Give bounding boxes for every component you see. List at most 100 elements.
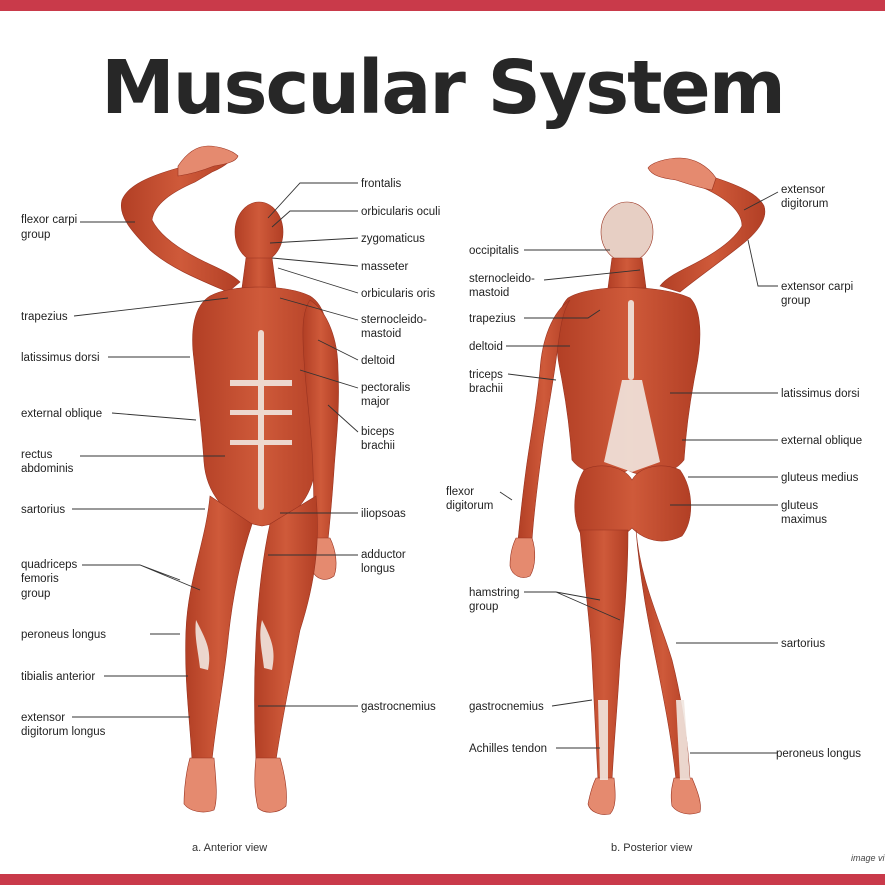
- label-triceps-brachii-1: triceps: [469, 369, 503, 381]
- svg-text:latissimus dorsi: latissimus dorsi: [21, 352, 100, 364]
- anterior-labels: flexor carpi group trapezius latissimus …: [21, 178, 440, 738]
- label-extensor-digitorum-2: digitorum: [781, 198, 828, 210]
- svg-text:flexor: flexor: [446, 486, 474, 498]
- label-latissimus-dorsi: latissimus dorsi: [21, 352, 100, 364]
- svg-text:peroneus longus: peroneus longus: [776, 748, 861, 760]
- label-quadriceps-2: femoris: [21, 573, 59, 585]
- svg-text:latissimus dorsi: latissimus dorsi: [781, 388, 860, 400]
- label-hamstring-2: group: [469, 601, 498, 613]
- svg-text:peroneus longus: peroneus longus: [21, 629, 106, 641]
- label-quadriceps-3: group: [21, 588, 50, 600]
- page-title: Muscular System: [101, 45, 786, 131]
- label-p-gastrocnemius: gastrocnemius: [469, 701, 544, 713]
- svg-text:masseter: masseter: [361, 261, 408, 273]
- anterior-tendons: [195, 330, 292, 670]
- svg-text:gluteus: gluteus: [781, 500, 818, 512]
- label-flexor-carpi-group-1: flexor carpi: [21, 214, 77, 226]
- svg-text:group: group: [469, 601, 498, 613]
- label-flexor-carpi-group-2: group: [21, 229, 50, 241]
- label-p-sternocleidomastoid-2: mastoid: [469, 287, 509, 299]
- svg-text:adductor: adductor: [361, 549, 406, 561]
- svg-text:extensor: extensor: [781, 184, 825, 196]
- label-gluteus-maximus-1: gluteus: [781, 500, 818, 512]
- svg-text:sartorius: sartorius: [781, 638, 825, 650]
- svg-text:femoris: femoris: [21, 573, 59, 585]
- label-occipitalis: occipitalis: [469, 245, 519, 257]
- label-tibialis-anterior: tibialis anterior: [21, 671, 95, 683]
- svg-text:digitorum: digitorum: [446, 500, 493, 512]
- svg-text:sternocleido-: sternocleido-: [469, 273, 535, 285]
- label-quadriceps-1: quadriceps: [21, 559, 78, 571]
- svg-text:digitorum: digitorum: [781, 198, 828, 210]
- svg-text:trapezius: trapezius: [469, 313, 516, 325]
- label-pectoralis-major-2: major: [361, 396, 390, 408]
- svg-text:group: group: [781, 295, 810, 307]
- svg-text:hamstring: hamstring: [469, 587, 520, 599]
- svg-text:occipitalis: occipitalis: [469, 245, 519, 257]
- bottom-frame-bar: [0, 874, 885, 885]
- svg-text:tibialis anterior: tibialis anterior: [21, 671, 95, 683]
- svg-text:orbicularis oris: orbicularis oris: [361, 288, 435, 300]
- label-deltoid: deltoid: [361, 355, 395, 367]
- svg-text:mastoid: mastoid: [469, 287, 509, 299]
- svg-text:flexor carpi: flexor carpi: [21, 214, 77, 226]
- label-gluteus-maximus-2: maximus: [781, 514, 827, 526]
- label-orbicularis-oculi: orbicularis oculi: [361, 206, 440, 218]
- svg-text:brachii: brachii: [469, 383, 503, 395]
- top-frame-bar: [0, 0, 885, 11]
- svg-text:trapezius: trapezius: [21, 311, 68, 323]
- label-p-sartorius: sartorius: [781, 638, 825, 650]
- svg-text:external oblique: external oblique: [781, 435, 862, 447]
- svg-text:biceps: biceps: [361, 426, 394, 438]
- svg-text:zygomaticus: zygomaticus: [361, 233, 425, 245]
- anterior-caption: a. Anterior view: [192, 842, 267, 854]
- label-iliopsoas: iliopsoas: [361, 508, 406, 520]
- svg-text:sartorius: sartorius: [21, 504, 65, 516]
- label-extensor-carpi-1: extensor carpi: [781, 281, 853, 293]
- label-adductor-longus-1: adductor: [361, 549, 406, 561]
- label-extensor-digitorum-longus-2: digitorum longus: [21, 726, 106, 738]
- svg-text:longus: longus: [361, 563, 395, 575]
- posterior-leader-lines: [499, 191, 779, 754]
- label-biceps-brachii-1: biceps: [361, 426, 394, 438]
- posterior-figure: [509, 157, 766, 815]
- label-rectus-abdominis-2: abdominis: [21, 463, 74, 475]
- svg-text:triceps: triceps: [469, 369, 503, 381]
- label-p-deltoid: deltoid: [469, 341, 503, 353]
- label-biceps-brachii-2: brachii: [361, 440, 395, 452]
- label-adductor-longus-2: longus: [361, 563, 395, 575]
- label-sartorius: sartorius: [21, 504, 65, 516]
- svg-text:group: group: [21, 588, 50, 600]
- svg-text:brachii: brachii: [361, 440, 395, 452]
- label-extensor-carpi-2: group: [781, 295, 810, 307]
- svg-text:frontalis: frontalis: [361, 178, 402, 190]
- label-p-sternocleidomastoid-1: sternocleido-: [469, 273, 535, 285]
- svg-text:rectus: rectus: [21, 449, 53, 461]
- svg-text:deltoid: deltoid: [469, 341, 503, 353]
- svg-text:digitorum longus: digitorum longus: [21, 726, 106, 738]
- svg-text:orbicularis oculi: orbicularis oculi: [361, 206, 440, 218]
- svg-text:abdominis: abdominis: [21, 463, 74, 475]
- label-trapezius: trapezius: [21, 311, 68, 323]
- label-external-oblique: external oblique: [21, 408, 102, 420]
- label-hamstring-1: hamstring: [469, 587, 520, 599]
- label-flexor-digitorum-1: flexor: [446, 486, 474, 498]
- svg-text:major: major: [361, 396, 390, 408]
- label-gluteus-medius: gluteus medius: [781, 472, 859, 484]
- image-credit: image vi: [851, 853, 885, 863]
- svg-text:gluteus medius: gluteus medius: [781, 472, 859, 484]
- svg-text:extensor carpi: extensor carpi: [781, 281, 853, 293]
- label-flexor-digitorum-2: digitorum: [446, 500, 493, 512]
- label-zygomaticus: zygomaticus: [361, 233, 425, 245]
- svg-text:gastrocnemius: gastrocnemius: [469, 701, 544, 713]
- label-pectoralis-major-1: pectoralis: [361, 382, 410, 394]
- svg-text:mastoid: mastoid: [361, 328, 401, 340]
- svg-text:group: group: [21, 229, 50, 241]
- svg-text:pectoralis: pectoralis: [361, 382, 410, 394]
- anterior-leader-lines: [72, 182, 359, 718]
- svg-text:quadriceps: quadriceps: [21, 559, 78, 571]
- posterior-labels: occipitalis sternocleido- mastoid trapez…: [446, 184, 862, 760]
- label-frontalis: frontalis: [361, 178, 402, 190]
- svg-text:iliopsoas: iliopsoas: [361, 508, 406, 520]
